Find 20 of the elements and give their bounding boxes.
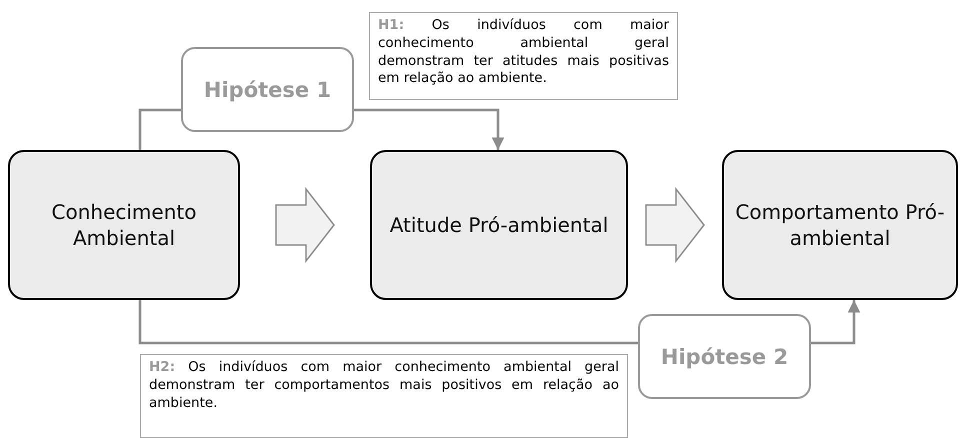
node-label: Comportamento Pró-ambiental bbox=[734, 199, 946, 251]
block-arrow bbox=[275, 186, 335, 264]
hypothesis-label: Hipótese 2 bbox=[660, 344, 788, 368]
hypothesis-text: H1: Os indivíduos com maior conhecimento ambiental geral demonstram ter atitudes mais positivas em relação ao ambiente. bbox=[378, 17, 669, 88]
note-box bbox=[369, 12, 678, 100]
note-box bbox=[140, 354, 628, 438]
hypothesis-box bbox=[181, 47, 354, 132]
process-box bbox=[8, 150, 240, 300]
arrow bbox=[811, 300, 860, 344]
connector-line bbox=[138, 108, 181, 150]
block-arrow bbox=[645, 186, 705, 264]
arrow bbox=[354, 108, 504, 150]
hypothesis-box bbox=[638, 314, 811, 399]
connector-line bbox=[138, 300, 638, 344]
node-label: Atitude Pró-ambiental bbox=[390, 212, 608, 238]
node-label: Conhecimento Ambiental bbox=[50, 199, 198, 251]
hypothesis-text: H2: Os indivíduos com maior conhecimento ambiental geral demonstram ter comportamentos mais positivos em relação ao ambiente. bbox=[149, 359, 619, 412]
hypothesis-label: Hipótese 1 bbox=[204, 78, 332, 102]
process-box bbox=[370, 150, 628, 300]
process-box bbox=[722, 150, 958, 300]
